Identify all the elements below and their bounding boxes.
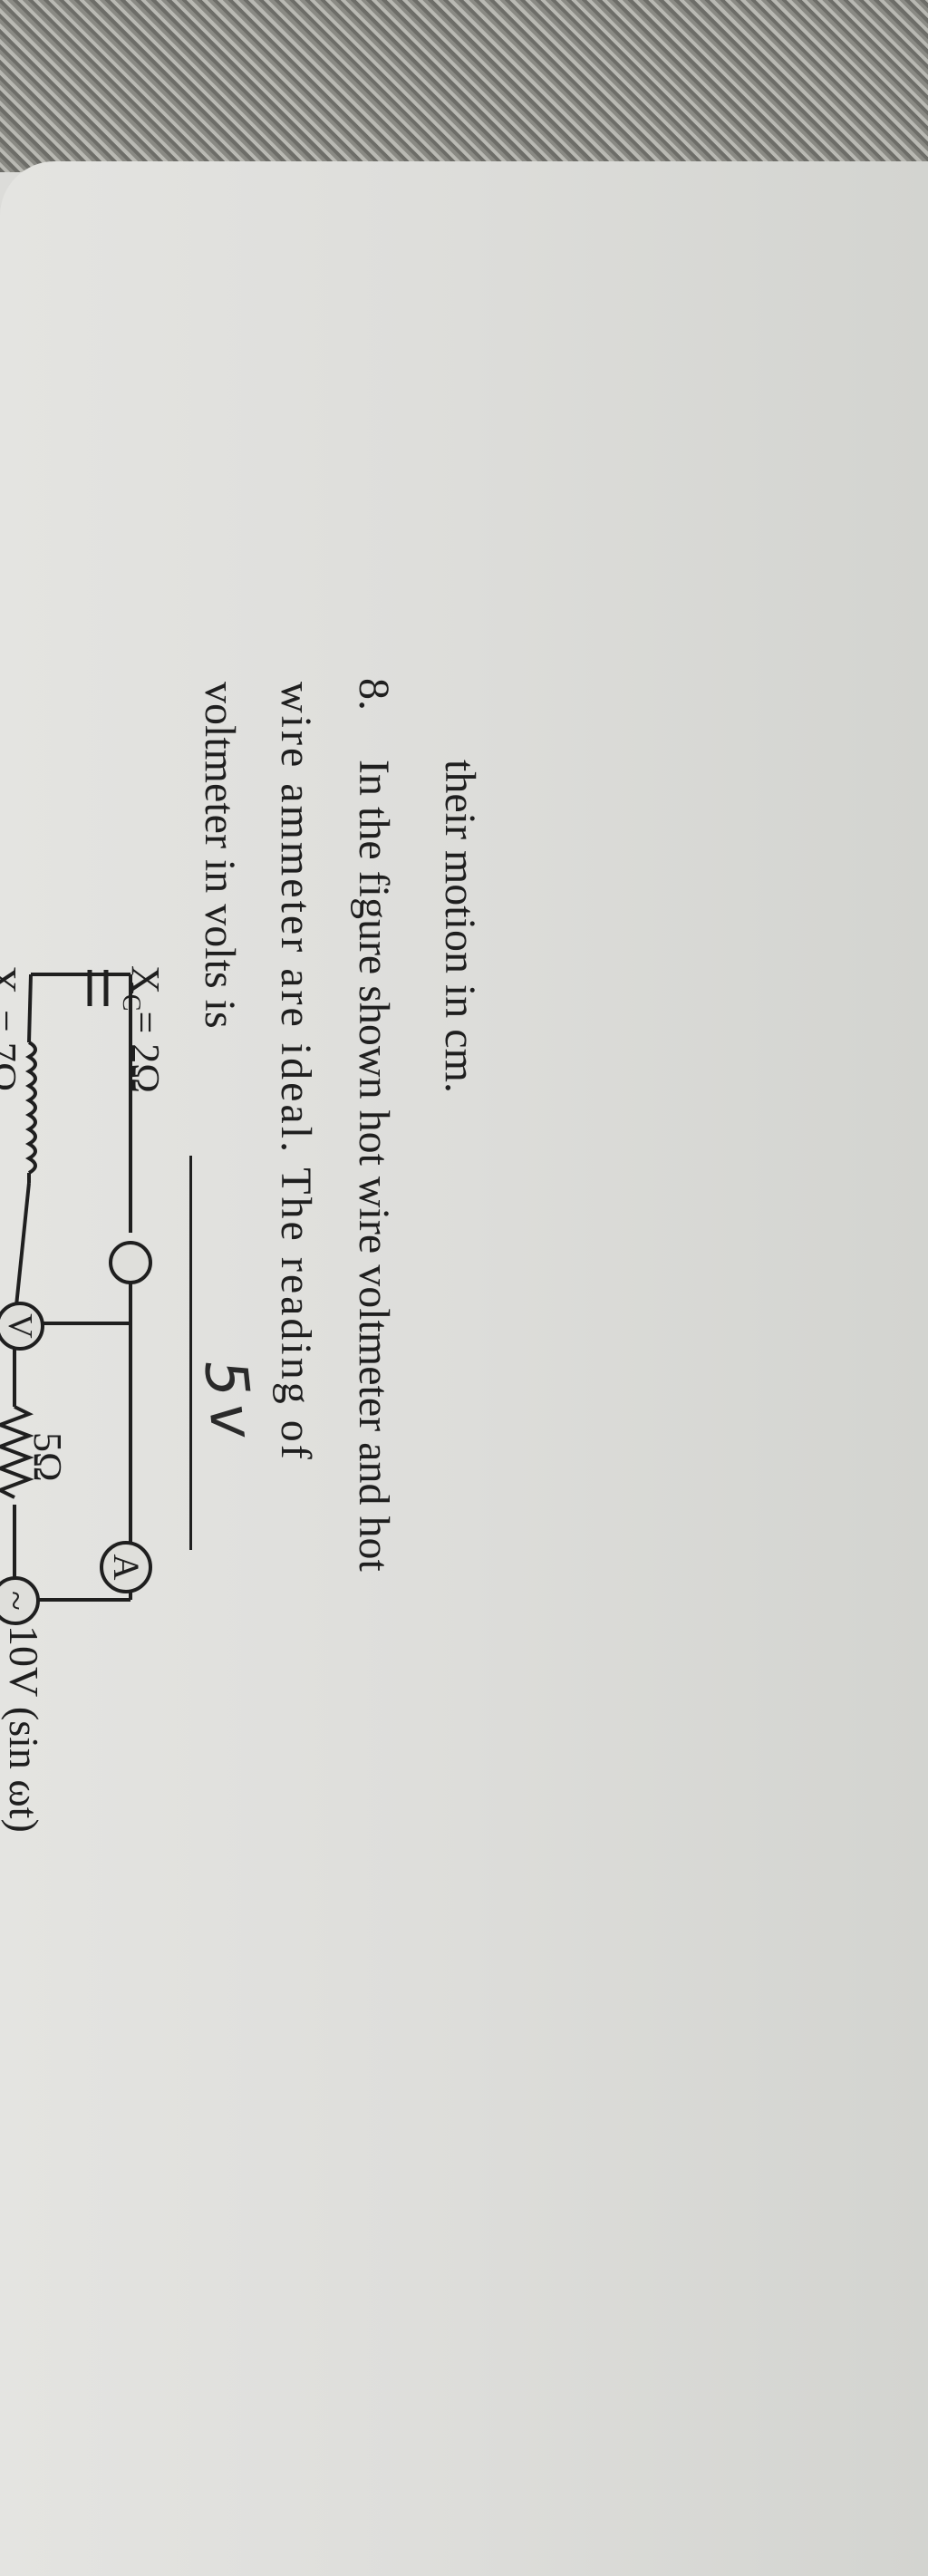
source-label: 10V (sin ωt) (1, 1625, 47, 1833)
ammeter-symbol: A (106, 1554, 147, 1581)
capacitor-label: XC= 2Ω (117, 965, 168, 1093)
inductor-right-wire (13, 1182, 31, 1324)
voltmeter-circle (109, 1241, 152, 1284)
inductor-coil (24, 1041, 37, 1175)
cloth-background (0, 0, 928, 172)
resistor-label: 5Ω (25, 1432, 70, 1482)
ammeter-icon: A (100, 1541, 152, 1593)
ac-source-symbol: ~ (0, 1591, 36, 1611)
inductor-label: XL= 7Ω (0, 965, 24, 1092)
resistor-zigzag (0, 1405, 34, 1499)
paper-page (0, 161, 928, 2576)
voltmeter-symbol: V (1, 1313, 39, 1339)
